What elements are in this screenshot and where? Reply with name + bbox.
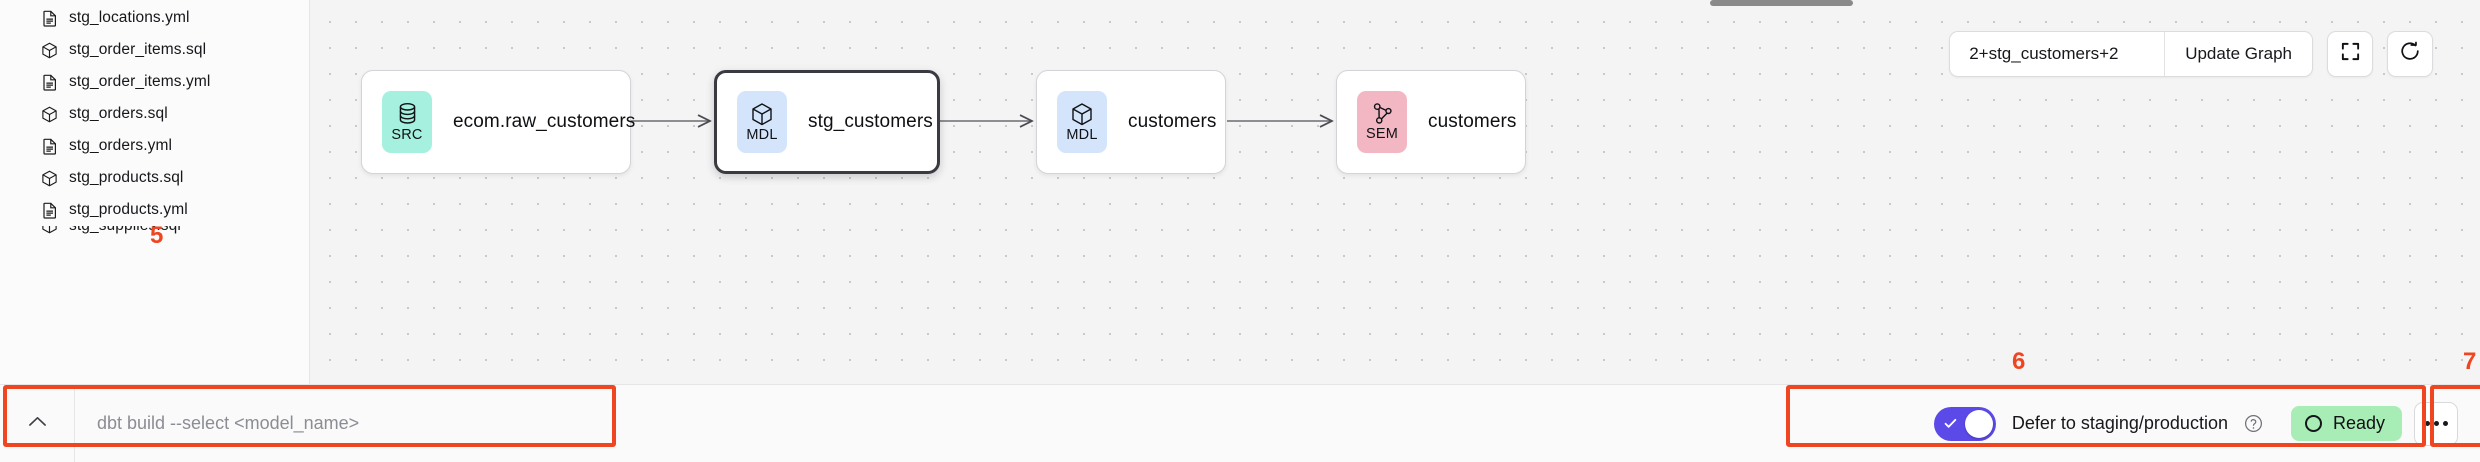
- more-options-button[interactable]: [2414, 401, 2458, 446]
- cube-sql-icon: [41, 226, 58, 234]
- node-badge-label: SEM: [1365, 126, 1399, 143]
- check-icon: [1944, 418, 1957, 429]
- status-circle-icon: [2304, 415, 2322, 432]
- node-badge-mdl: MDL: [737, 91, 787, 153]
- file-name: stg_products.yml: [69, 201, 188, 218]
- defer-toggle[interactable]: [1933, 406, 1996, 441]
- cube-sql-icon: [41, 42, 58, 59]
- fullscreen-button[interactable]: [2327, 31, 2373, 77]
- file-yml-icon: [41, 74, 58, 91]
- node-title: stg_customers: [808, 111, 933, 132]
- file-list-item-stg-orders-yml[interactable]: stg_orders.yml: [0, 130, 309, 162]
- file-list-item-stg-order-items-yml[interactable]: stg_order_items.yml: [0, 66, 309, 98]
- refresh-graph-button[interactable]: [2387, 31, 2433, 77]
- file-list-item-stg-products-sql[interactable]: stg_products.sql: [0, 162, 309, 194]
- chevron-up-icon: [28, 415, 47, 433]
- node-badge-label: SRC: [391, 126, 423, 143]
- graph-toolbar: Update Graph: [1949, 31, 2433, 77]
- bottom-status-bar: Defer to staging/production Ready: [0, 384, 2480, 462]
- node-title: customers: [1128, 111, 1217, 132]
- refresh-icon: [2399, 41, 2421, 68]
- file-name: stg_orders.sql: [69, 105, 168, 122]
- question-circle-icon[interactable]: [2244, 414, 2263, 433]
- cube-sql-icon: [41, 170, 58, 187]
- file-name: stg_orders.yml: [69, 137, 173, 154]
- node-badge-label: MDL: [1066, 126, 1098, 143]
- node-title: ecom.raw_customers: [453, 111, 636, 132]
- command-bar-collapse-button[interactable]: [0, 385, 75, 462]
- ellipsis-icon: [2424, 421, 2448, 426]
- graph-node-customers-model[interactable]: MDL customers: [1036, 70, 1226, 174]
- canvas-scroll-indicator[interactable]: [1710, 0, 1853, 6]
- file-yml-icon: [41, 138, 58, 155]
- lineage-graph-canvas[interactable]: Update Graph: [310, 0, 2480, 384]
- file-list-item-stg-supplies-sql[interactable]: stg_supplies.sql: [0, 226, 309, 246]
- lineage-node-layer: SRC ecom.raw_customers MDL: [310, 0, 2480, 384]
- lineage-edges: [630, 0, 2480, 384]
- file-name: stg_order_items.sql: [69, 41, 207, 58]
- node-badge-mdl: MDL: [1057, 91, 1107, 153]
- file-name: stg_products.sql: [69, 169, 184, 186]
- node-badge-sem: SEM: [1357, 91, 1407, 153]
- graph-node-stg-customers[interactable]: MDL stg_customers: [714, 70, 940, 174]
- file-name: stg_order_items.yml: [69, 73, 211, 90]
- file-name: stg_locations.yml: [69, 9, 190, 26]
- command-bar: [0, 385, 618, 462]
- file-list: stg_locations.yml stg_order_items.sql: [0, 0, 309, 246]
- status-badge-label: Ready: [2332, 413, 2385, 433]
- graph-search-group: Update Graph: [1949, 31, 2313, 77]
- graph-node-ecom-raw-customers[interactable]: SRC ecom.raw_customers: [361, 70, 635, 174]
- graph-selector-input[interactable]: [1950, 32, 2165, 76]
- fullscreen-icon: [2340, 41, 2361, 67]
- status-badge[interactable]: Ready: [2290, 406, 2402, 441]
- database-icon: [397, 102, 418, 127]
- file-list-item-stg-products-yml[interactable]: stg_products.yml: [0, 194, 309, 226]
- file-list-item-stg-order-items-sql[interactable]: stg_order_items.sql: [0, 34, 309, 66]
- graph-node-customers-semantic[interactable]: SEM customers: [1336, 70, 1526, 174]
- cube-icon: [750, 102, 774, 127]
- defer-label: Defer to staging/production: [2011, 413, 2228, 433]
- file-list-item-stg-orders-sql[interactable]: stg_orders.sql: [0, 98, 309, 130]
- semantic-graph-icon: [1371, 102, 1394, 126]
- file-name: stg_supplies.sql: [69, 226, 181, 235]
- file-yml-icon: [41, 202, 58, 219]
- node-badge-src: SRC: [382, 91, 432, 153]
- cube-icon: [1070, 102, 1094, 127]
- workspace-upper-region: stg_locations.yml stg_order_items.sql: [0, 0, 2480, 384]
- file-yml-icon: [41, 10, 58, 27]
- toggle-knob: [1964, 409, 1993, 438]
- status-group: Ready: [2281, 385, 2480, 462]
- cube-sql-icon: [41, 106, 58, 123]
- dbt-command-input[interactable]: [75, 385, 618, 462]
- file-list-item-stg-locations-yml[interactable]: stg_locations.yml: [0, 2, 309, 34]
- node-badge-label: MDL: [746, 126, 778, 143]
- node-title: customers: [1428, 111, 1517, 132]
- defer-toggle-group: Defer to staging/production: [1916, 385, 2281, 462]
- update-graph-button[interactable]: Update Graph: [2164, 32, 2312, 76]
- file-explorer-sidebar[interactable]: stg_locations.yml stg_order_items.sql: [0, 0, 310, 384]
